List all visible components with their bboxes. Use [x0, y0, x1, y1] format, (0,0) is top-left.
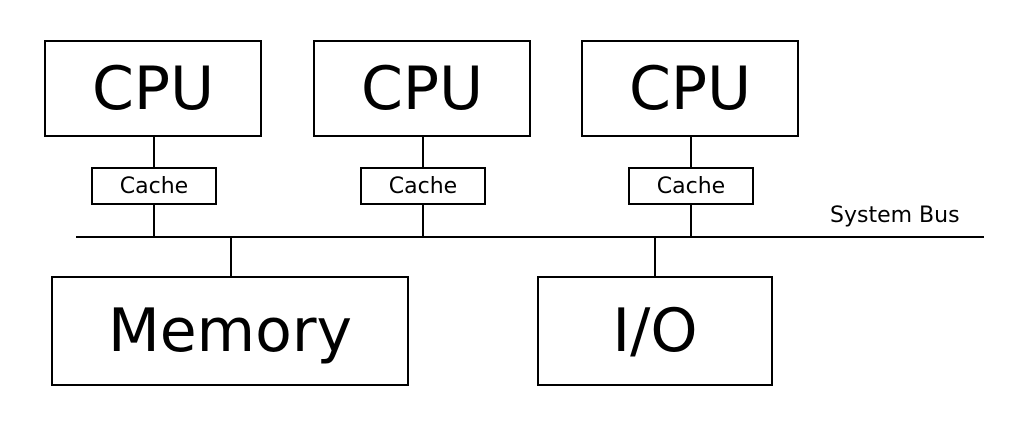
cpu-label-1: CPU [92, 53, 214, 124]
cpu-cache-connector-3 [690, 137, 692, 167]
cache-bus-connector-1 [153, 205, 155, 238]
cpu-box-1: CPU [44, 40, 262, 137]
memory-box: Memory [51, 276, 409, 386]
cpu-label-3: CPU [629, 53, 751, 124]
io-label: I/O [612, 296, 698, 366]
cache-label-2: Cache [388, 173, 458, 199]
cache-box-3: Cache [628, 167, 754, 205]
cache-bus-connector-2 [422, 205, 424, 238]
cache-box-2: Cache [360, 167, 486, 205]
cpu-label-2: CPU [361, 53, 483, 124]
cpu-cache-connector-2 [422, 137, 424, 167]
bus-memory-connector [230, 238, 232, 276]
cache-box-1: Cache [91, 167, 217, 205]
system-bus-line [76, 236, 984, 238]
cache-label-1: Cache [119, 173, 189, 199]
bus-io-connector [654, 238, 656, 276]
memory-label: Memory [107, 296, 352, 366]
cpu-box-3: CPU [581, 40, 799, 137]
system-bus-label: System Bus [830, 203, 960, 228]
cache-bus-connector-3 [690, 205, 692, 238]
cpu-cache-connector-1 [153, 137, 155, 167]
cache-label-3: Cache [656, 173, 726, 199]
cpu-box-2: CPU [313, 40, 531, 137]
io-box: I/O [537, 276, 773, 386]
